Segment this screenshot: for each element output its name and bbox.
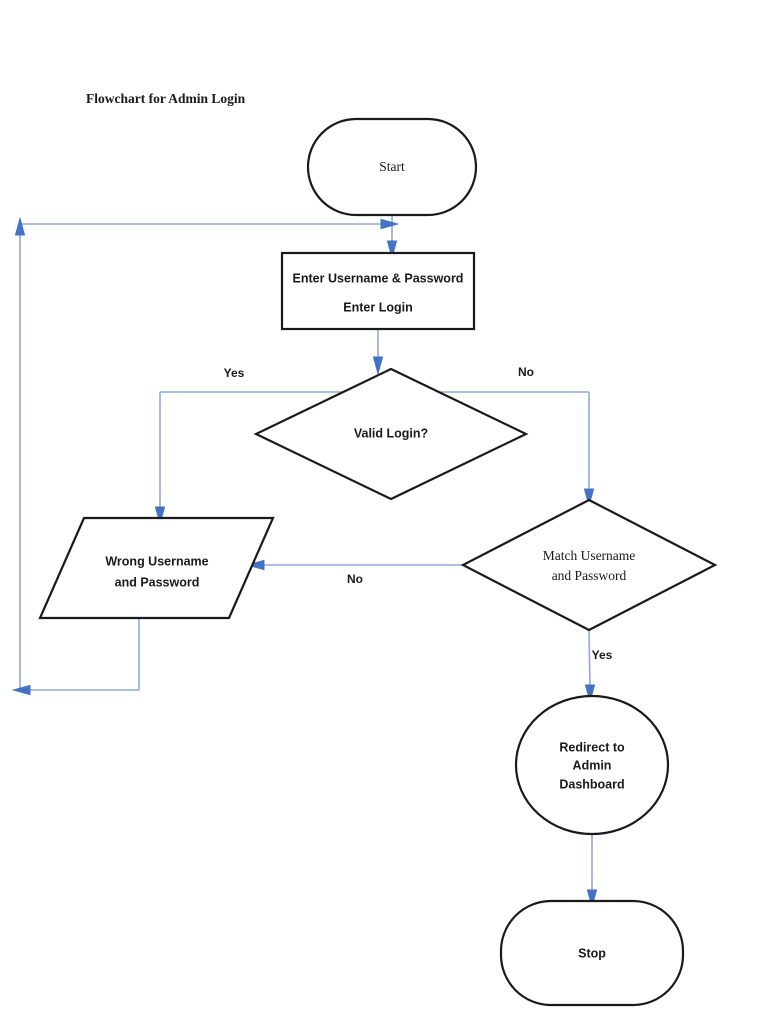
- redirect-dashboard-shape[interactable]: [514, 694, 670, 836]
- arrow-head-valid-top: [372, 356, 384, 376]
- wrong-credentials-label-line1: Wrong Username: [105, 554, 208, 568]
- node-stop[interactable]: Stop: [499, 899, 685, 1007]
- arrow-head-stop-top: [586, 889, 598, 909]
- arrow-head-wrong-top: [154, 506, 166, 526]
- node-start[interactable]: Start: [306, 117, 478, 217]
- redirect-dashboard-label-line2: Admin: [573, 758, 612, 772]
- edge-label-yes-valid-login: Yes: [224, 366, 245, 380]
- edge-label-no-match-credentials: No: [347, 572, 363, 586]
- stop-label: Stop: [578, 946, 606, 960]
- enter-credentials-shape[interactable]: [280, 251, 476, 331]
- stop-shape[interactable]: [499, 899, 685, 1007]
- wrong-credentials-shape[interactable]: [38, 516, 275, 620]
- node-valid-login[interactable]: Valid Login?: [253, 367, 529, 501]
- arrow-head-enter-top: [386, 240, 398, 260]
- connector-match-yes-down: [588, 629, 591, 691]
- edge-label-no-valid-login: No: [518, 365, 534, 379]
- edge-label-yes-match-credentials: Yes: [592, 648, 613, 662]
- match-credentials-label-line1: Match Username: [543, 548, 636, 563]
- arrowhead-layer: [11, 216, 598, 909]
- node-redirect-dashboard[interactable]: Redirect to Admin Dashboard: [514, 694, 670, 836]
- arrow-head-loop-up: [14, 216, 26, 236]
- arrow-head-wrong-right: [245, 559, 265, 571]
- valid-login-label: Valid Login?: [354, 426, 428, 440]
- page-title: Flowchart for Admin Login: [86, 91, 246, 106]
- node-match-credentials[interactable]: Match Username and Password: [460, 498, 718, 632]
- arrow-head-circle-top: [584, 684, 596, 704]
- match-credentials-shape[interactable]: [460, 498, 718, 632]
- start-label: Start: [379, 159, 405, 174]
- start-shape[interactable]: [306, 117, 478, 217]
- enter-credentials-label-line1: Enter Username & Password: [293, 271, 464, 285]
- arrow-head-loop-left: [11, 684, 31, 696]
- wrong-credentials-label-line2: and Password: [115, 575, 200, 589]
- arrow-head-match-top: [583, 488, 595, 508]
- valid-login-shape[interactable]: [253, 367, 529, 501]
- node-enter-credentials[interactable]: Enter Username & Password Enter Login: [280, 251, 476, 331]
- arrow-head-loop-right: [380, 218, 400, 230]
- redirect-dashboard-label-line3: Dashboard: [559, 777, 624, 791]
- node-wrong-credentials[interactable]: Wrong Username and Password: [38, 516, 275, 620]
- edge-label-layer: Yes No No Yes: [224, 365, 613, 662]
- redirect-dashboard-label-line1: Redirect to: [559, 740, 625, 754]
- match-credentials-label-line2: and Password: [552, 568, 627, 583]
- enter-credentials-label-line2: Enter Login: [343, 300, 412, 314]
